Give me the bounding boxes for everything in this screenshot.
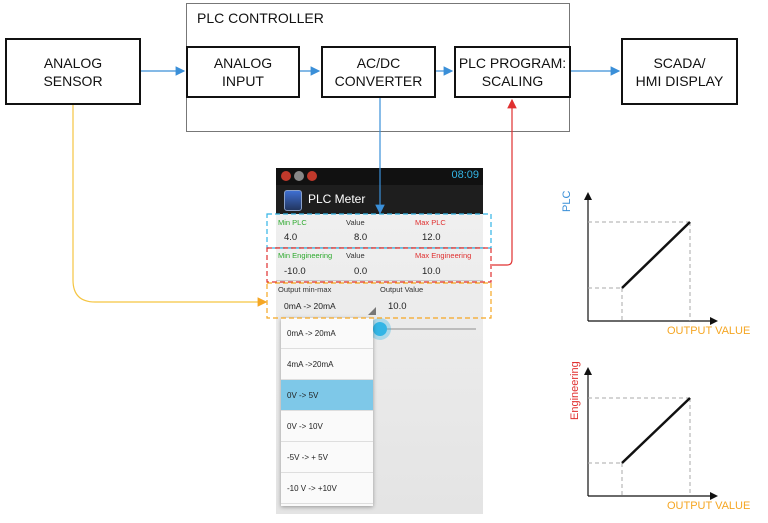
graph-y-arrowhead [584,367,592,375]
eng-value-field[interactable]: 0.0 [354,266,368,277]
output-range-dropdown: 0mA -> 20mA 4mA ->20mA 0V -> 5V 0V -> 10… [281,318,373,506]
divider [276,280,483,281]
notification-icon [281,171,291,181]
dropdown-option-label: 0mA -> 20mA [287,328,336,338]
bottom-graph-xlabel: OUTPUT VALUE [667,500,751,512]
dropdown-option[interactable]: -10 V -> +10V [281,473,373,504]
graph-y-arrowhead [584,192,592,200]
dropdown-option-selected[interactable]: 0V -> 5V [281,380,373,411]
dropdown-option-label: 0V -> 10V [287,421,323,431]
analog-sensor-label: ANALOG SENSOR [43,54,103,89]
eng-value-label: Value [346,251,365,260]
min-plc-label: Min PLC [278,218,307,227]
plc-program-label: PLC PROGRAM: SCALING [458,55,567,89]
max-plc-field[interactable]: 12.0 [422,232,441,243]
plc-range-highlight [266,213,492,249]
graph-x-arrowhead [710,317,718,325]
plc-controller-title: PLC CONTROLLER [197,10,324,26]
select-arrow-icon [368,307,376,315]
analog-input-box: ANALOG INPUT [186,46,300,98]
plc-program-box: PLC PROGRAM: SCALING [454,46,571,98]
plc-value-field[interactable]: 8.0 [354,232,368,243]
output-range-highlight [266,282,492,319]
max-eng-field[interactable]: 10.0 [422,266,441,277]
output-value-field[interactable]: 10.0 [388,301,407,312]
dropdown-option-label: 4mA ->20mA [287,359,334,369]
notification-icon [307,171,317,181]
plc-value-label: Value [346,218,365,227]
dropdown-option-label: -10 V -> +10V [287,483,337,493]
notification-icon [294,171,304,181]
scaling-line [621,397,691,464]
min-plc-field[interactable]: 4.0 [284,232,298,243]
converter-box: AC/DC CONVERTER [321,46,436,98]
max-plc-label: Max PLC [415,218,446,227]
scaling-line [621,221,691,289]
scada-box: SCADA/ HMI DISPLAY [621,38,738,105]
bottom-graph-ylabel: Engineering [569,361,581,420]
dropdown-option[interactable]: 0V -> 10V [281,411,373,442]
engineering-range-highlight [266,247,492,283]
min-eng-label: Min Engineering [278,251,333,260]
scada-label: SCADA/ HMI DISPLAY [635,54,724,89]
top-graph-xlabel: OUTPUT VALUE [667,325,751,337]
analog-sensor-box: ANALOG SENSOR [5,38,141,105]
sensor-to-output-arrow [72,105,268,307]
output-slider-track[interactable] [376,328,476,330]
dropdown-option-label: 0V -> 5V [287,390,319,400]
output-value-label: Output Value [380,285,424,294]
graph-x-arrowhead [710,492,718,500]
status-time: 08:09 [451,169,479,181]
analog-input-label: ANALOG INPUT [213,55,273,89]
dropdown-option[interactable]: 0mA -> 20mA [281,318,373,349]
top-graph-ylabel: PLC [561,190,573,212]
dropdown-option[interactable]: 4mA ->20mA [281,349,373,380]
converter-label: AC/DC CONVERTER [334,55,423,89]
output-range-select[interactable]: 0mA -> 20mA [284,301,336,311]
engineering-to-program-arrow [492,98,517,266]
min-eng-field[interactable]: -10.0 [284,266,306,277]
max-eng-label: Max Engineering [415,251,472,260]
output-slider-thumb[interactable] [373,322,387,336]
app-icon [284,190,302,211]
dropdown-option-label: -5V -> + 5V [287,452,328,462]
output-range-label: Output min-max [278,285,332,294]
dropdown-option[interactable]: -5V -> + 5V [281,442,373,473]
app-title: PLC Meter [308,192,366,206]
